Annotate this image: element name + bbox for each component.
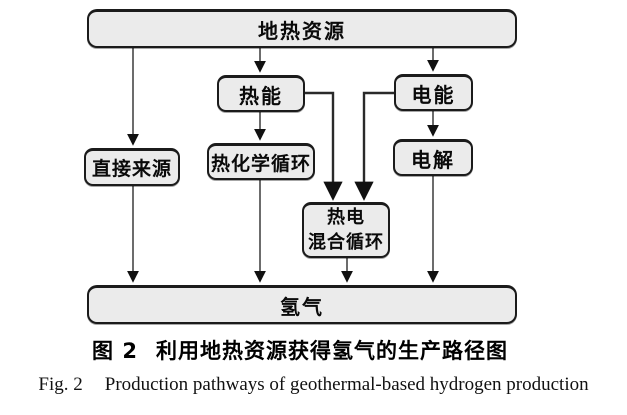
figure-caption-en: Fig. 2 Production pathways of geothermal-… [0, 374, 627, 396]
node-label: 热化学循环 [210, 152, 311, 175]
node-electrolysis: 电解 [393, 139, 473, 176]
node-label: 直接来源 [91, 158, 172, 180]
node-label: 热电 混合循环 [308, 207, 384, 253]
node-thermoelectric-hybrid-cycle: 热电 混合循环 [302, 202, 390, 258]
edge-electric-hybrid [354, 91, 394, 201]
node-label: 电解 [411, 147, 455, 172]
figure-number-en: Fig. 2 [38, 374, 83, 395]
node-thermal-energy: 热能 [217, 75, 305, 112]
node-label: 地热资源 [258, 18, 346, 43]
node-label: 热能 [239, 83, 283, 108]
figure-title-zh: 利用地热资源获得氢气的生产路径图 [155, 339, 508, 363]
node-label: 氢气 [280, 294, 324, 319]
node-direct-source: 直接来源 [84, 148, 180, 186]
node-label: 电能 [411, 82, 456, 107]
figure-caption-zh: 图 2 利用地热资源获得氢气的生产路径图 [0, 335, 600, 365]
figure-title-en: Production pathways of geothermal-based … [104, 374, 589, 395]
node-geothermal-resources: 地热资源 [87, 9, 517, 48]
node-thermochemical-cycle: 热化学循环 [207, 143, 315, 180]
figure-number-zh: 图 2 [92, 339, 138, 363]
node-electric-energy: 电能 [394, 74, 473, 111]
node-hydrogen-gas: 氢气 [87, 285, 517, 324]
